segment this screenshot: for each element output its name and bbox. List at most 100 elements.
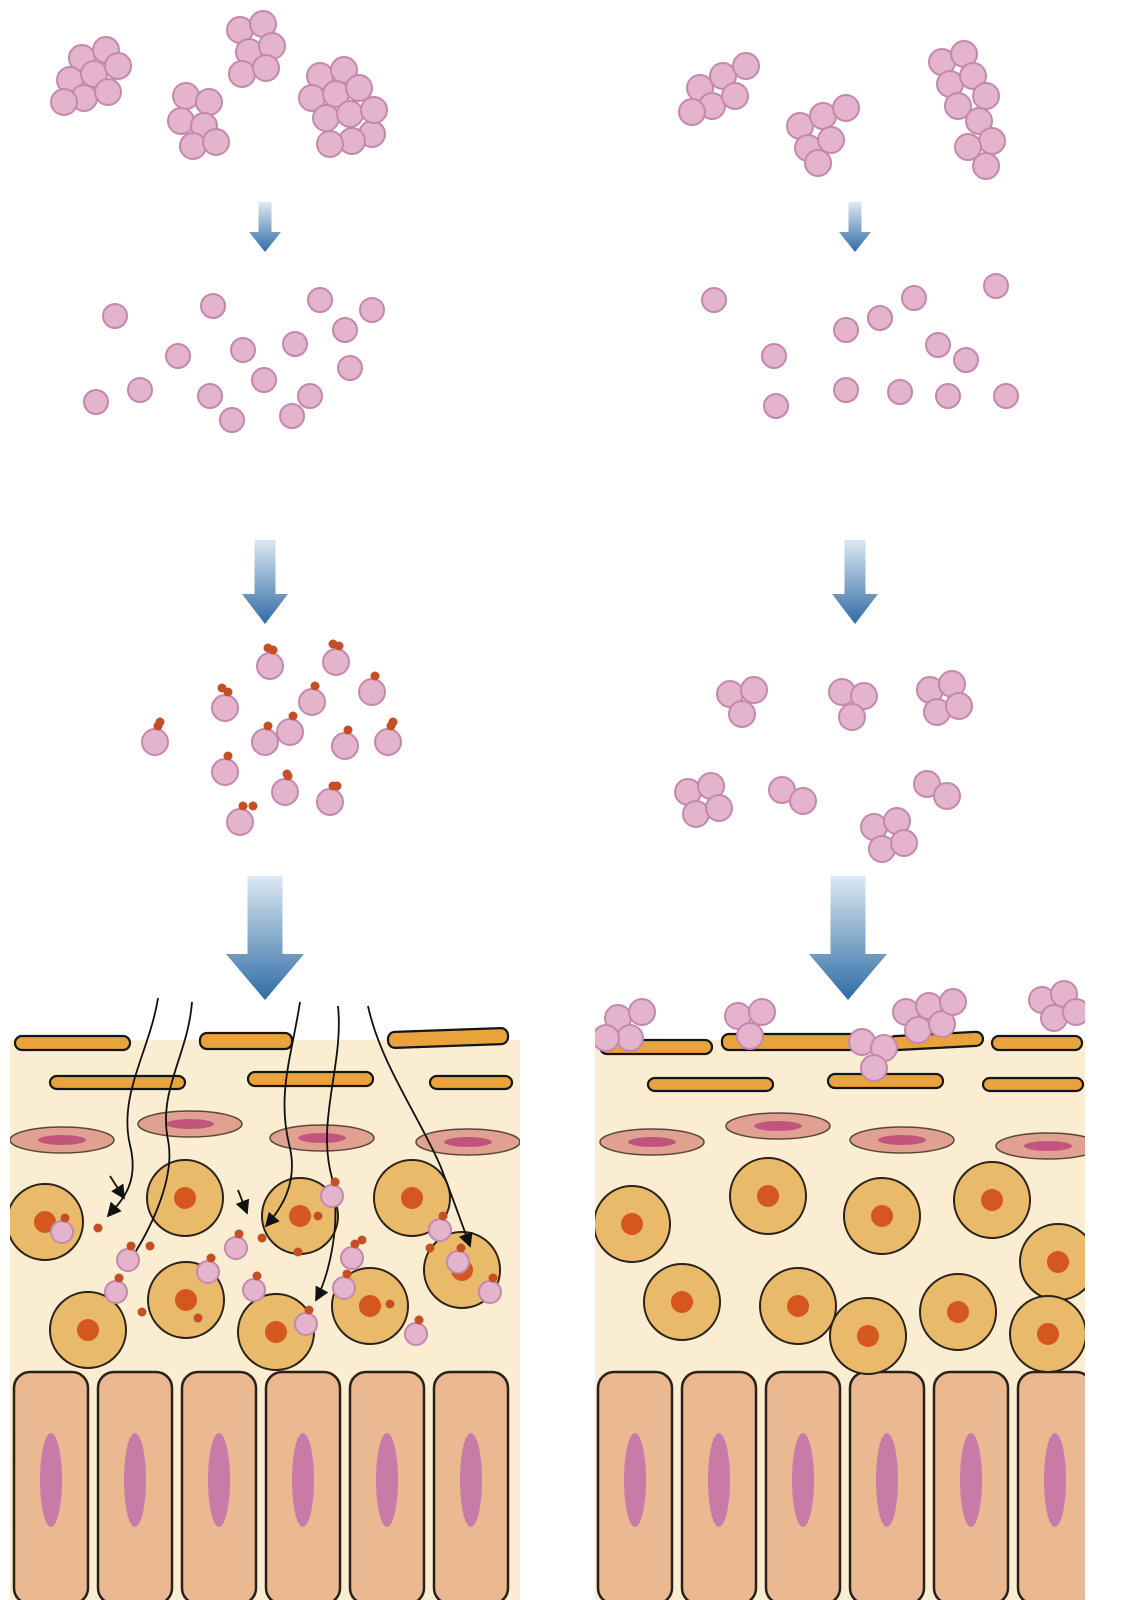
flat-cell-nucleus bbox=[878, 1135, 926, 1145]
round-cell-nucleus bbox=[175, 1289, 197, 1311]
cluster-particle bbox=[978, 127, 1006, 155]
penetrated-particle bbox=[332, 1276, 356, 1300]
payload-dot bbox=[456, 1243, 466, 1253]
dispersed-particle bbox=[901, 285, 927, 311]
payload-dot bbox=[145, 1241, 155, 1251]
columnar-cell-nucleus bbox=[624, 1433, 646, 1527]
penetration-arrow bbox=[124, 1001, 193, 1268]
columnar-cell-nucleus bbox=[1044, 1433, 1066, 1527]
round-cell-nucleus bbox=[1037, 1323, 1059, 1345]
dispersed-particle bbox=[983, 273, 1009, 299]
columnar-cell-nucleus bbox=[460, 1433, 482, 1527]
aggregate-particle bbox=[933, 782, 961, 810]
payload-dot bbox=[234, 1229, 244, 1239]
round-cell-nucleus bbox=[401, 1187, 423, 1209]
dispersed-particle bbox=[332, 317, 358, 343]
aggregate-cluster bbox=[674, 772, 733, 828]
corneocyte bbox=[386, 1027, 510, 1049]
penetrated-particle bbox=[320, 1184, 344, 1208]
payload-dot bbox=[288, 711, 298, 721]
flat-cell-nucleus bbox=[166, 1119, 214, 1129]
dispersed-particle bbox=[127, 377, 153, 403]
dispersed-particle bbox=[925, 332, 951, 358]
columnar-cell-nucleus bbox=[208, 1433, 230, 1527]
surface-particle bbox=[928, 1010, 956, 1038]
left-particle-cluster bbox=[50, 36, 132, 116]
skin-panel-left-penetrating bbox=[10, 997, 520, 1600]
dispersed-particle bbox=[935, 383, 961, 409]
payload-dot bbox=[488, 1273, 498, 1283]
payload-dot bbox=[217, 683, 227, 693]
cluster-particle bbox=[360, 96, 388, 124]
columnar-cell-nucleus bbox=[292, 1433, 314, 1527]
cluster-particle bbox=[959, 62, 987, 90]
dispersed-particle bbox=[833, 377, 859, 403]
penetrated-particle bbox=[404, 1322, 428, 1346]
aggregate-particle bbox=[850, 682, 878, 710]
payload-dot bbox=[304, 1305, 314, 1315]
cluster-particle bbox=[804, 149, 832, 177]
payload-dot bbox=[126, 1241, 136, 1251]
corneocyte bbox=[198, 1031, 294, 1051]
corneocyte bbox=[990, 1034, 1084, 1052]
payload-dot bbox=[193, 1313, 203, 1323]
loaded-particle bbox=[358, 678, 386, 706]
surface-aggregate-cluster bbox=[848, 1028, 898, 1082]
left-particle-cluster bbox=[226, 10, 286, 88]
left-dispersed-particles bbox=[83, 287, 385, 433]
dispersed-particle bbox=[251, 367, 277, 393]
aggregate-particle bbox=[890, 829, 918, 857]
payload-dot bbox=[350, 1239, 360, 1249]
corneocyte bbox=[646, 1076, 775, 1093]
cluster-particle bbox=[732, 52, 760, 80]
flat-cell-nucleus bbox=[628, 1137, 676, 1147]
loaded-particle bbox=[256, 652, 284, 680]
loaded-particle bbox=[331, 732, 359, 760]
aggregate-cluster bbox=[913, 770, 961, 810]
flat-cell-nucleus bbox=[38, 1135, 86, 1145]
down-arrow bbox=[242, 540, 288, 624]
right-top-clusters bbox=[678, 40, 1006, 180]
penetrated-particle bbox=[428, 1218, 452, 1242]
corneocyte bbox=[981, 1076, 1085, 1093]
penetration-arrow bbox=[109, 1175, 125, 1200]
round-cell-nucleus bbox=[77, 1319, 99, 1341]
penetrated-particle bbox=[196, 1260, 220, 1284]
columnar-cell-nucleus bbox=[708, 1433, 730, 1527]
cluster-particle bbox=[179, 132, 207, 160]
payload-dot bbox=[223, 751, 233, 761]
payload-dot bbox=[388, 717, 398, 727]
cluster-particle bbox=[252, 54, 280, 82]
columnar-cell-nucleus bbox=[960, 1433, 982, 1527]
penetrated-particle bbox=[104, 1280, 128, 1304]
cluster-particle bbox=[312, 104, 340, 132]
cluster-particle bbox=[167, 107, 195, 135]
round-cell-nucleus bbox=[671, 1291, 693, 1313]
round-cell-nucleus bbox=[981, 1189, 1003, 1211]
aggregate-particle bbox=[945, 692, 973, 720]
penetrated-particle bbox=[242, 1278, 266, 1302]
aggregate-particle bbox=[682, 800, 710, 828]
payload-dot bbox=[60, 1213, 70, 1223]
right-particle-cluster bbox=[678, 52, 760, 126]
cluster-particle bbox=[832, 94, 860, 122]
left-particle-cluster bbox=[298, 56, 388, 158]
penetration-arrow bbox=[315, 1005, 340, 1302]
round-cell-nucleus bbox=[34, 1211, 56, 1233]
loaded-particle bbox=[276, 718, 304, 746]
payload-dot bbox=[438, 1211, 448, 1221]
cluster-particle bbox=[972, 82, 1000, 110]
cluster-particle bbox=[50, 88, 78, 116]
dispersed-particle bbox=[282, 331, 308, 357]
round-cell-nucleus bbox=[1047, 1251, 1069, 1273]
flat-cell-nucleus bbox=[1024, 1141, 1072, 1151]
dispersed-particle bbox=[887, 379, 913, 405]
loaded-particle bbox=[251, 728, 279, 756]
cluster-particle bbox=[202, 128, 230, 156]
payload-dot bbox=[93, 1223, 103, 1233]
payload-dot bbox=[332, 781, 342, 791]
dispersed-particle bbox=[701, 287, 727, 313]
payload-dot bbox=[114, 1273, 124, 1283]
cluster-particle bbox=[678, 98, 706, 126]
